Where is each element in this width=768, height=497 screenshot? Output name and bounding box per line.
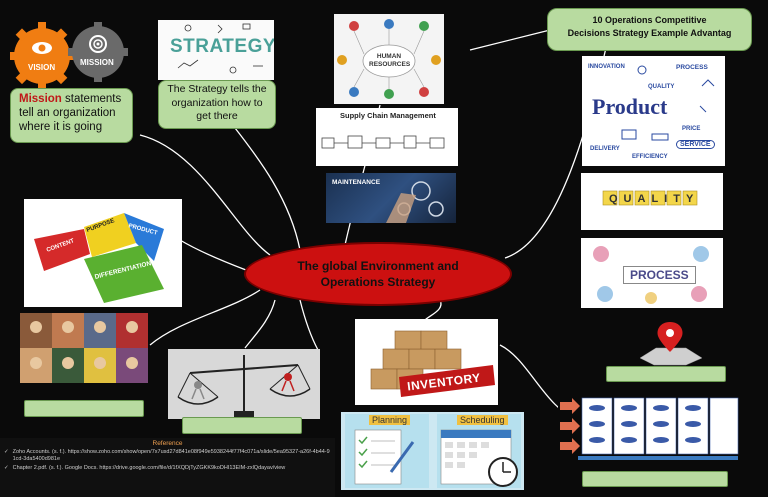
scale-icon (177, 355, 311, 417)
maintenance-label: MAINTENANCE (332, 179, 381, 186)
references-title: Reference (152, 440, 183, 447)
quality-label: QUALITY (609, 193, 700, 205)
reference-item: ✓ Zoho Accounts. (s. f.). https://show.z… (4, 449, 331, 463)
people-collage-image (20, 313, 148, 383)
hr-icons (337, 19, 441, 99)
supply-chain-title: Supply Chain Management (340, 111, 436, 120)
supply-chain-flow-icons (321, 135, 445, 149)
strategy-caption-3: get there (196, 110, 238, 122)
connector-to-strategy (234, 127, 301, 251)
vision-mission-gears: VISION MISSION (10, 22, 130, 90)
strategy-caption-1: The Strategy tells the (167, 83, 267, 95)
location-label-box (606, 366, 726, 382)
ethics-label-box (182, 417, 302, 434)
layout-label-box (582, 471, 728, 487)
planning-scheduling-image: Planning Scheduling (341, 412, 524, 490)
product-image: INNOVATION PROCESS QUALITY Product PRICE… (582, 56, 725, 166)
strategy-caption-box: The Strategy tells the organization how … (158, 80, 276, 129)
planning-label: Planning (369, 415, 411, 425)
check-icon: ✓ (4, 465, 9, 471)
inventory-image: INVENTORY (355, 319, 498, 405)
strategy-caption-2: organization how to (171, 96, 263, 109)
connector-topright-to-hr (469, 29, 551, 51)
operations-decisions-title-box: 10 Operations Competitive Decisions Stra… (547, 8, 752, 51)
mission-text-3: where it is going (19, 121, 103, 133)
mission-statement-box: Mission statements tell an organization … (10, 88, 133, 143)
product-process: PROCESS (676, 64, 708, 71)
process-label: PROCESS (623, 266, 696, 284)
justice-scale-image (168, 349, 320, 419)
product-quality: QUALITY (648, 84, 675, 90)
puzzle-pieces (34, 213, 164, 303)
check-icon: ✓ (4, 449, 9, 455)
planning-scheduling-icons (354, 429, 518, 487)
central-topic: The global Environment and Operations St… (244, 242, 512, 306)
vision-label: VISION (28, 63, 56, 72)
operations-title-1: 10 Operations Competitive (592, 15, 707, 25)
quality-dice-icons (602, 190, 698, 206)
reference-text-2[interactable]: Chapter 2.pdf. (s. f.). Google Docs. htt… (12, 465, 286, 471)
supply-chain-image: Supply Chain Management (316, 108, 458, 166)
reference-item: ✓ Chapter 2.pdf. (s. f.). Google Docs. h… (4, 465, 331, 472)
culture-label-box (24, 400, 144, 417)
central-topic-line-2: Operations Strategy (320, 275, 436, 289)
product-word: Product (592, 94, 668, 119)
location-map-image (634, 318, 706, 366)
hr-label: HUMAN RESOURCES (369, 53, 411, 68)
people-collage-tiles (20, 313, 148, 383)
operations-title-2: Decisions Strategy Example Advantag (567, 28, 732, 38)
strategy-word: STRATEGY (170, 36, 274, 57)
process-image: PROCESS (581, 238, 723, 308)
references-section: Reference ✓ Zoho Accounts. (s. f.). http… (0, 438, 335, 497)
mission-gear-icon (68, 22, 128, 82)
mission-keyword: Mission (19, 93, 62, 105)
product-service: SERVICE (676, 140, 715, 149)
connector-to-inventory (424, 299, 442, 321)
maintenance-gears-icon (386, 181, 444, 223)
scheduling-label: Scheduling (457, 415, 508, 425)
location-pin-icon (639, 322, 703, 366)
product-price: PRICE (682, 126, 701, 132)
product-delivery: DELIVERY (590, 146, 620, 152)
connector-to-scale (244, 299, 276, 349)
central-topic-line-1: The global Environment and (297, 259, 459, 273)
product-innovation: INNOVATION (588, 64, 625, 70)
connector-to-people (149, 289, 261, 346)
human-resources-image: HUMAN RESOURCES (334, 14, 444, 104)
mission-text-2: tell an organization (19, 107, 116, 119)
connector-to-mission (139, 134, 271, 256)
product-efficiency: EFFICIENCY (632, 154, 668, 160)
vision-gear-icon (10, 22, 74, 90)
layout-diagram-image (558, 394, 742, 462)
puzzle-image: PURPOSE PRODUCT CONTENT DIFFERENTIATION (24, 199, 182, 307)
strategy-doodle-icons (177, 23, 263, 74)
reference-text-1[interactable]: Zoho Accounts. (s. f.). https://show.zoh… (12, 449, 330, 462)
connector-to-puzzle (179, 239, 247, 271)
inventory-boxes-icon (370, 330, 495, 397)
process-hands-icons (593, 246, 709, 304)
layout-flow-diagram (560, 397, 739, 460)
mission-text-1: statements (61, 93, 122, 105)
maintenance-image: MAINTENANCE (326, 173, 456, 223)
strategy-image: STRATEGY (158, 20, 274, 80)
mission-label: MISSION (80, 58, 114, 67)
quality-image: QUALITY (581, 173, 723, 230)
connector-to-scale-2 (299, 299, 319, 351)
product-doodle-icons (621, 65, 715, 141)
